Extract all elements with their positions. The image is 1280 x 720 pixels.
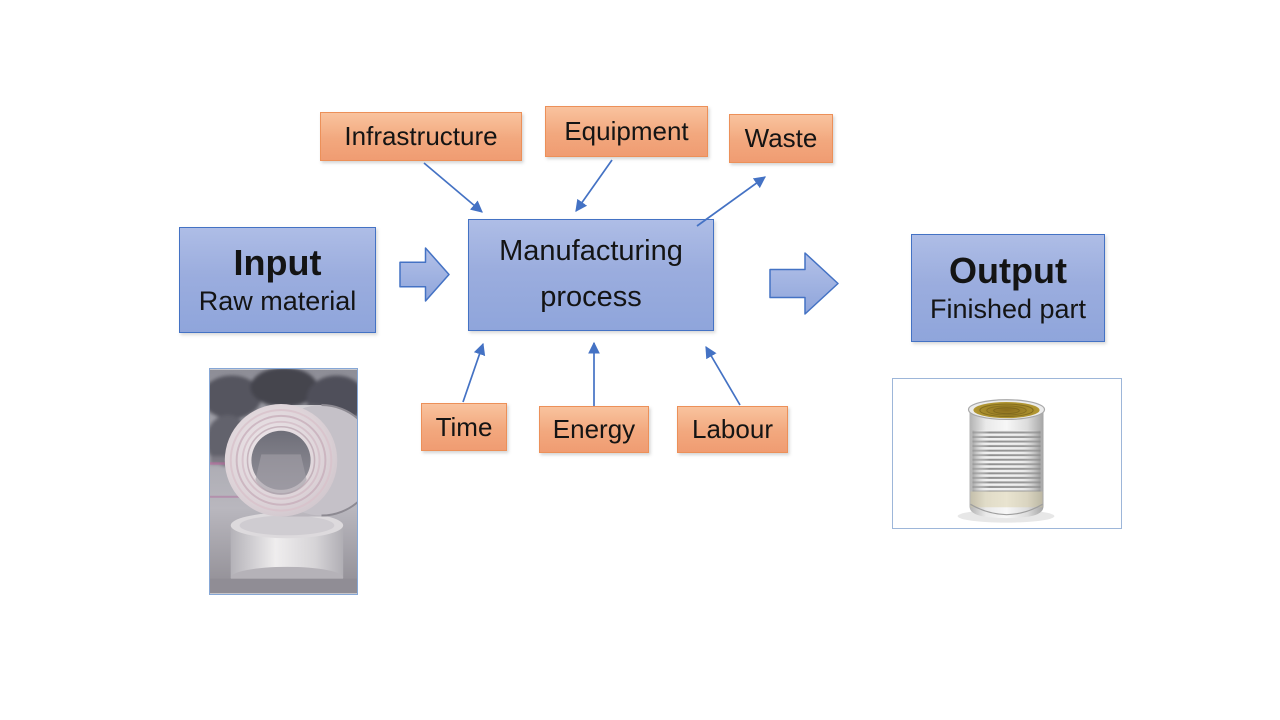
factor-box-waste: Waste — [729, 114, 833, 163]
output-subtitle: Finished part — [929, 294, 1087, 325]
arrow-equipment-to-process — [575, 159, 613, 212]
process-box: Manufacturing process — [468, 219, 714, 331]
main-coil — [224, 404, 357, 517]
block-arrow-input-to-process — [399, 247, 450, 302]
factor-box-equipment: Equipment — [545, 106, 708, 157]
factor-label: Waste — [744, 123, 818, 153]
factor-label: Labour — [692, 414, 773, 444]
factor-box-labour: Labour — [677, 406, 788, 453]
input-box: Input Raw material — [179, 227, 376, 333]
arrow-labour-to-process — [705, 345, 741, 406]
block-arrow-process-to-output — [769, 252, 839, 315]
aluminium-coils-illustration — [210, 369, 357, 594]
factor-label: Infrastructure — [344, 121, 498, 151]
tin-can-illustration — [893, 379, 1121, 528]
arrow-infrastructure-to-process — [423, 162, 483, 213]
output-title: Output — [949, 249, 1067, 291]
process-title: Manufacturing process — [499, 235, 683, 313]
finished-part-photo-frame — [892, 378, 1122, 529]
input-subtitle: Raw material — [198, 286, 357, 317]
factor-box-infrastructure: Infrastructure — [320, 112, 522, 161]
factor-box-energy: Energy — [539, 406, 649, 453]
lower-coil — [230, 512, 344, 589]
factor-label: Equipment — [564, 116, 689, 146]
input-title: Input — [233, 241, 322, 283]
output-box: Output Finished part — [911, 234, 1105, 342]
factor-box-time: Time — [421, 403, 507, 451]
factor-label: Time — [435, 411, 493, 442]
raw-material-photo — [209, 368, 358, 595]
factor-label: Energy — [552, 414, 636, 444]
arrow-time-to-process — [462, 342, 486, 403]
